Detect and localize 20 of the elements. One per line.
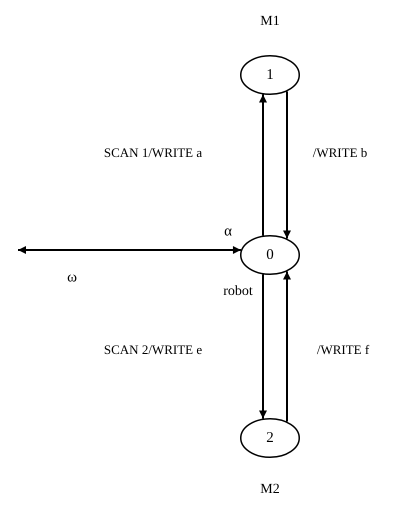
state-ellipse <box>240 55 300 95</box>
arrow <box>283 271 291 422</box>
edge-label: SCAN 1/WRITE a <box>104 145 202 161</box>
edge-label: SCAN 2/WRITE e <box>104 342 202 358</box>
edge-label: /WRITE f <box>316 342 370 358</box>
state-ellipse <box>240 418 300 458</box>
symbol-label: ω <box>67 270 77 286</box>
arrow <box>259 94 267 236</box>
node-caption: M2 <box>260 482 280 498</box>
node-caption: robot <box>223 284 253 300</box>
symbol-label: α <box>224 224 232 240</box>
arrow <box>283 91 291 239</box>
edge-label: /WRITE b <box>312 145 368 161</box>
state-number: 2 <box>266 430 274 446</box>
state-number: 1 <box>266 66 274 84</box>
state-number: 0 <box>266 246 274 264</box>
arrow <box>259 274 267 419</box>
arrow <box>18 246 241 254</box>
node-caption: M1 <box>260 14 280 30</box>
state-ellipse <box>240 235 300 275</box>
